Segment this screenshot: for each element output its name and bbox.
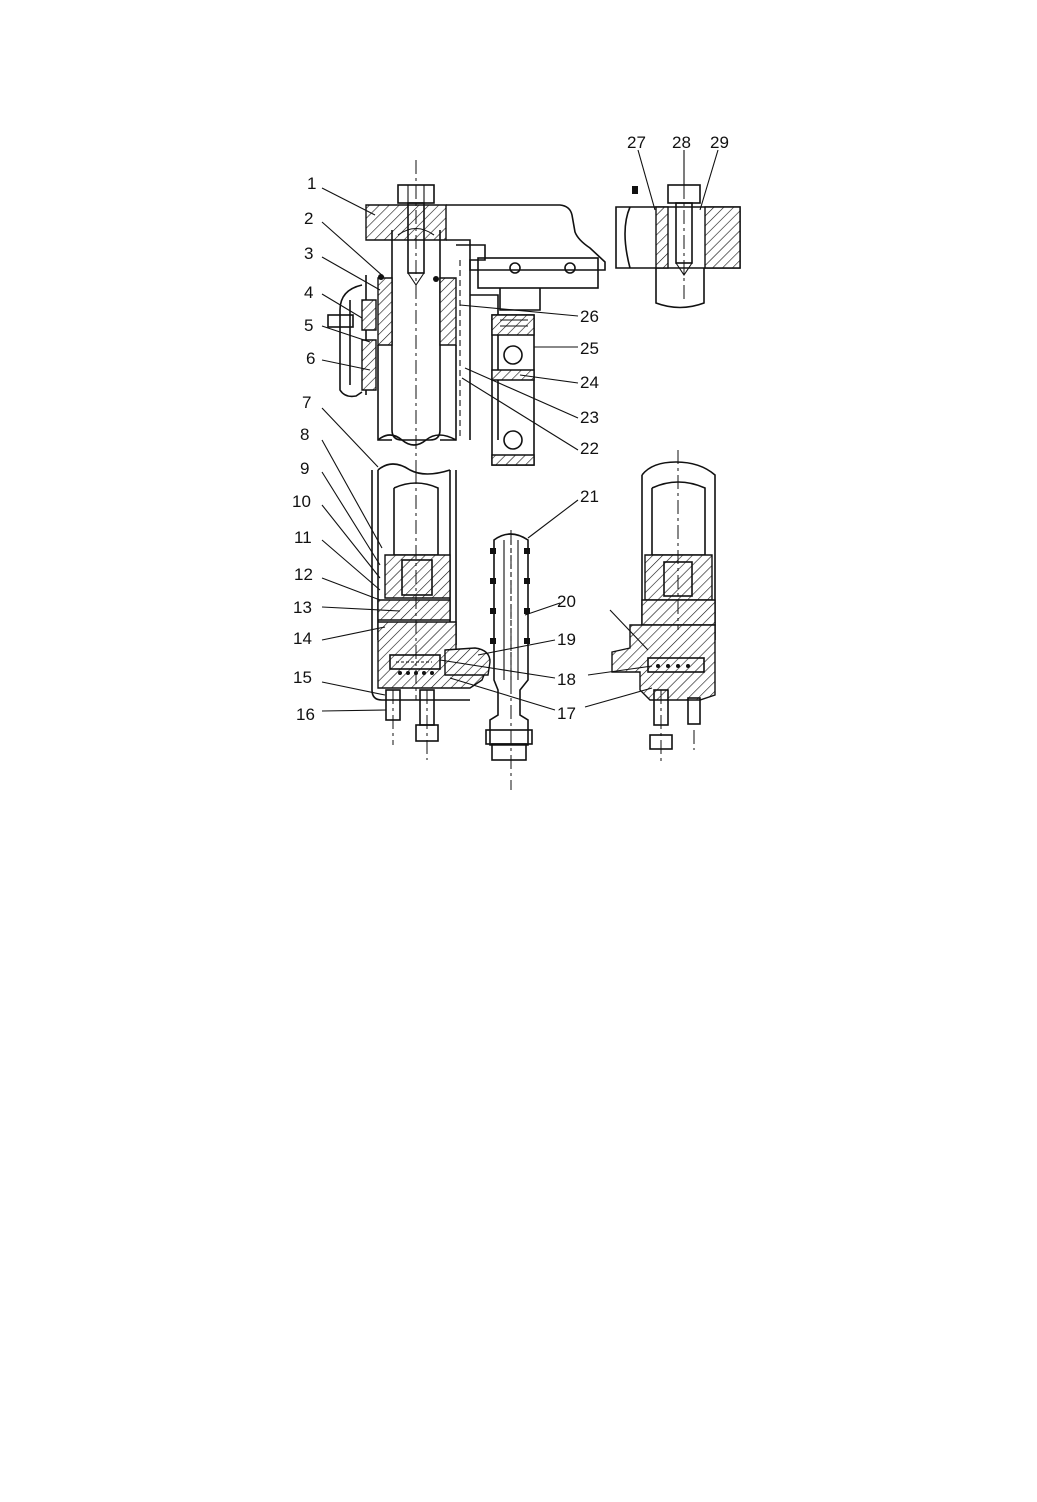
main-assembly-cylinder bbox=[372, 464, 490, 760]
callout-2: 2 bbox=[304, 209, 313, 228]
callout-7: 7 bbox=[302, 393, 311, 412]
callout-11: 11 bbox=[294, 528, 312, 547]
callout-10: 10 bbox=[292, 492, 311, 511]
callout-25: 25 bbox=[580, 339, 599, 358]
detail-view-27-29 bbox=[616, 160, 740, 308]
callout-14: 14 bbox=[293, 629, 312, 648]
callout-16: 16 bbox=[296, 705, 315, 724]
callout-20: 20 bbox=[557, 592, 576, 611]
vertical-rod-21 bbox=[486, 530, 532, 790]
callout-4: 4 bbox=[304, 283, 313, 302]
alternate-view-cylinder bbox=[612, 450, 715, 765]
callout-24: 24 bbox=[580, 373, 599, 392]
callout-8: 8 bbox=[300, 425, 309, 444]
callout-3: 3 bbox=[304, 244, 313, 263]
callout-27: 27 bbox=[627, 133, 646, 152]
callout-5: 5 bbox=[304, 316, 313, 335]
callout-12: 12 bbox=[294, 565, 313, 584]
callout-23: 23 bbox=[580, 408, 599, 427]
callout-15: 15 bbox=[293, 668, 312, 687]
callout-28: 28 bbox=[672, 133, 691, 152]
callout-19: 19 bbox=[557, 630, 576, 649]
callout-17: 17 bbox=[557, 704, 576, 723]
callout-22: 22 bbox=[580, 439, 599, 458]
callout-21: 21 bbox=[580, 487, 599, 506]
callout-26: 26 bbox=[580, 307, 599, 326]
callout-9: 9 bbox=[300, 459, 309, 478]
callout-6: 6 bbox=[306, 349, 315, 368]
callout-1: 1 bbox=[307, 174, 316, 193]
callout-13: 13 bbox=[293, 598, 312, 617]
callout-29: 29 bbox=[710, 133, 729, 152]
callout-18: 18 bbox=[557, 670, 576, 689]
